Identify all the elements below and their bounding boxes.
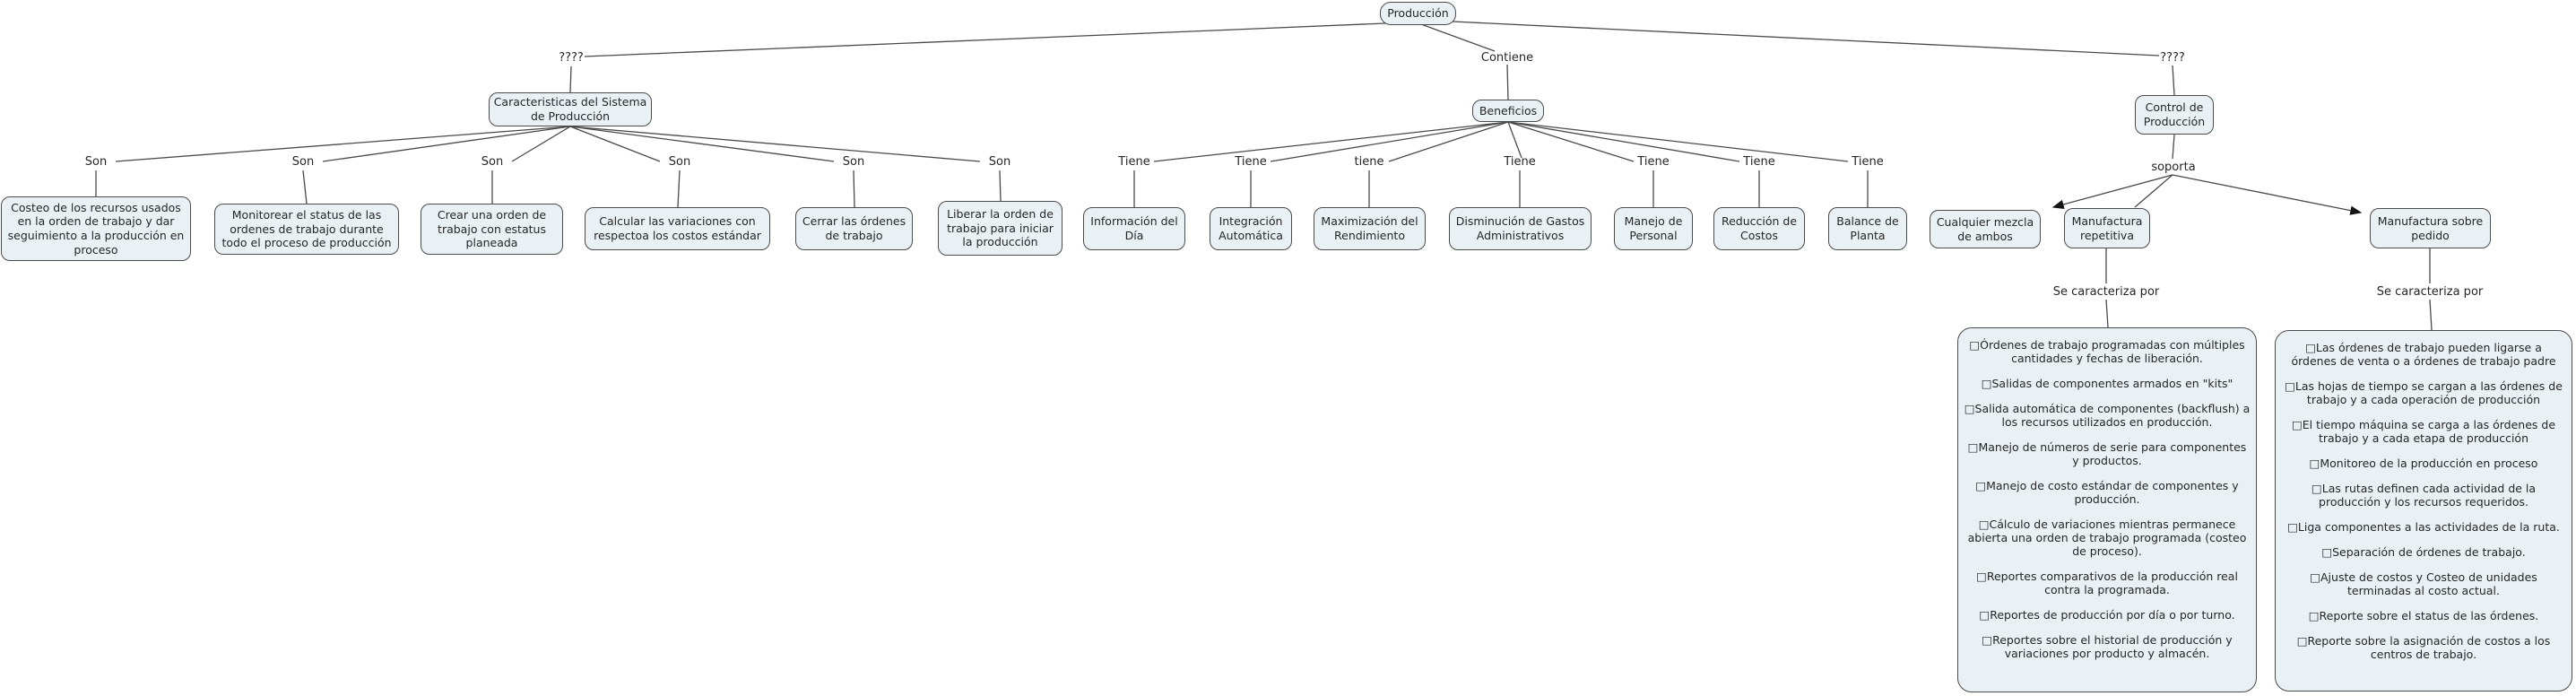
node-maximizacion-rendimiento[interactable]: Maximización del Rendimiento [1314, 207, 1426, 250]
node-disminucion-gastos[interactable]: Disminución de Gastos Administrativos [1449, 207, 1592, 250]
link-label-son-4[interactable]: Son [668, 155, 691, 169]
link-label-se-caracteriza-repetitiva[interactable]: Se caracteriza por [2052, 285, 2160, 299]
detail-item: □Monitoreo de la producción en proceso [2309, 457, 2538, 470]
link-label-contiene[interactable]: Contiene [1480, 51, 1534, 65]
link-label-son-5[interactable]: Son [842, 155, 865, 169]
detail-item: □Las órdenes de trabajo pueden ligarse a… [2291, 341, 2556, 368]
node-liberar-orden[interactable]: Liberar la orden de trabajo para iniciar… [938, 201, 1062, 256]
detail-item: □Las rutas definen cada actividad de la … [2311, 482, 2537, 509]
detail-item: □Reportes sobre el historial de producci… [1982, 633, 2233, 660]
detail-item: □Reporte sobre el status de las órdenes. [2308, 609, 2539, 622]
link-label-son-1[interactable]: Son [84, 155, 108, 169]
node-cerrar-ordenes[interactable]: Cerrar las órdenes de trabajo [795, 207, 913, 250]
node-produccion[interactable]: Producción [1380, 2, 1456, 25]
node-integracion-automatica[interactable]: Integración Automática [1210, 207, 1292, 250]
node-reduccion-costos[interactable]: Reducción de Costos [1713, 207, 1805, 250]
node-control-de-produccion[interactable]: Control de Producción [2135, 95, 2214, 135]
node-detalles-repetitiva[interactable]: □Órdenes de trabajo programadas con múlt… [1957, 327, 2257, 692]
link-label-son-6[interactable]: Son [988, 155, 1011, 169]
node-monitorear-status[interactable]: Monitorear el status de las ordenes de t… [214, 204, 399, 255]
node-crear-orden[interactable]: Crear una orden de trabajo con estatus p… [421, 204, 563, 255]
link-label-son-3[interactable]: Son [481, 155, 504, 169]
node-manufactura-repetitiva[interactable]: Manufactura repetitiva [2064, 208, 2150, 248]
node-cualquier-mezcla[interactable]: Cualquier mezcla de ambos [1930, 210, 2041, 248]
detail-item: □Reportes comparativos de la producción … [1976, 570, 2238, 596]
detail-item: □Liga componentes a las actividades de l… [2287, 520, 2560, 534]
link-label-tiene-3[interactable]: tiene [1354, 155, 1384, 169]
link-label-tiene-4[interactable]: Tiene [1504, 155, 1536, 169]
link-label-questions-left[interactable]: ???? [559, 51, 584, 65]
node-beneficios[interactable]: Beneficios [1472, 100, 1544, 122]
node-manejo-personal[interactable]: Manejo de Personal [1614, 207, 1693, 250]
node-detalles-pedido[interactable]: □Las órdenes de trabajo pueden ligarse a… [2275, 330, 2572, 692]
detail-item: □Ajuste de costos y Costeo de unidades t… [2310, 570, 2537, 597]
detail-item: □Salida automática de componentes (backf… [1964, 402, 2251, 429]
node-manufactura-sobre-pedido[interactable]: Manufactura sobre pedido [2370, 208, 2491, 248]
link-label-tiene-5[interactable]: Tiene [1637, 155, 1670, 169]
detail-item: □Manejo de costo estándar de componentes… [1975, 479, 2239, 506]
detail-item: □Reportes de producción por día o por tu… [1979, 608, 2235, 622]
node-balance-planta[interactable]: Balance de Planta [1828, 207, 1907, 250]
detail-item: □Reporte sobre la asignación de costos a… [2296, 634, 2551, 661]
link-label-se-caracteriza-pedido[interactable]: Se caracteriza por [2376, 285, 2484, 299]
detail-item: □Salidas de componentes armados en "kits… [1981, 377, 2233, 390]
link-label-son-2[interactable]: Son [291, 155, 315, 169]
link-label-soporta[interactable]: soporta [2151, 161, 2196, 174]
link-label-tiene-6[interactable]: Tiene [1743, 155, 1775, 169]
node-costeo-recursos[interactable]: Costeo de los recursos usados en la orde… [1, 196, 191, 261]
detail-item: □Cálculo de variaciones mientras permane… [1967, 518, 2247, 558]
link-label-tiene-2[interactable]: Tiene [1235, 155, 1267, 169]
node-informacion-del-dia[interactable]: Información del Día [1083, 207, 1185, 250]
detail-item: □Separación de órdenes de trabajo. [2321, 545, 2526, 559]
detail-item: □Manejo de números de serie para compone… [1967, 440, 2247, 467]
detail-item: □Las hojas de tiempo se cargan a las órd… [2285, 379, 2563, 406]
node-calcular-variaciones[interactable]: Calcular las variaciones con respectoa l… [585, 207, 770, 250]
node-caracteristicas[interactable]: Caracteristicas del Sistema de Producció… [489, 92, 652, 126]
link-label-tiene-1[interactable]: Tiene [1118, 155, 1150, 169]
link-label-tiene-7[interactable]: Tiene [1852, 155, 1884, 169]
detail-item: □El tiempo máquina se carga a las órdene… [2291, 418, 2556, 445]
link-label-questions-right[interactable]: ???? [2160, 51, 2185, 65]
detail-item: □Órdenes de trabajo programadas con múlt… [1969, 338, 2245, 365]
